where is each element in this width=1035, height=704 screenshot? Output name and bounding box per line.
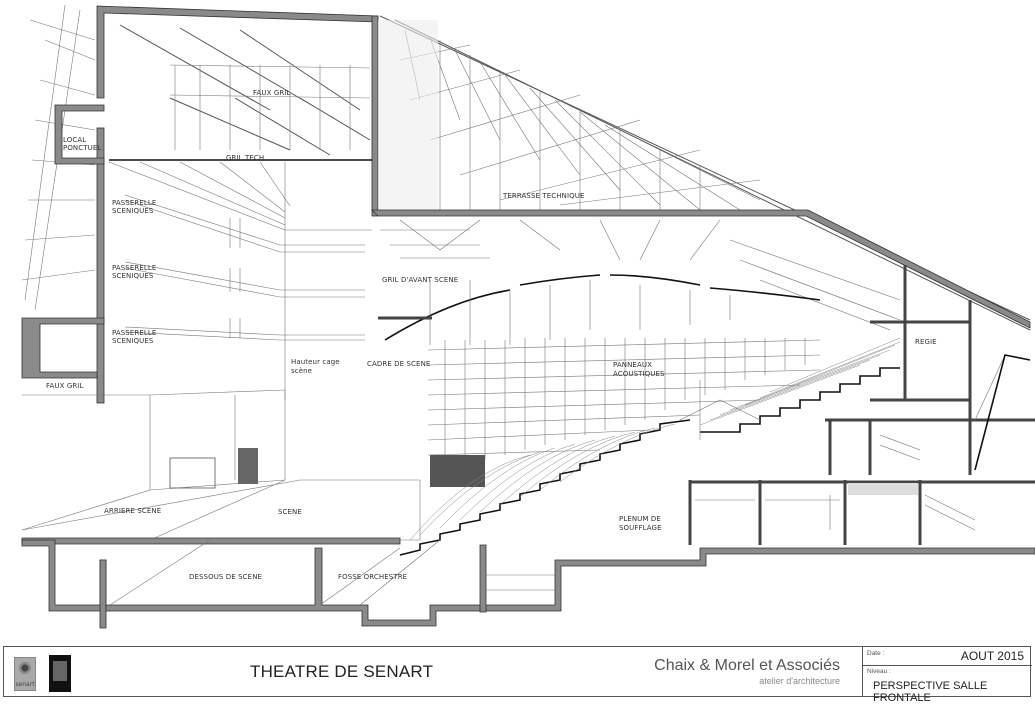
firm-name: Chaix & Morel et Associés (654, 657, 840, 674)
label-local-ponctuel-2: PONCTUEL (63, 144, 101, 152)
firm-subtitle: atelier d'architecture (759, 676, 840, 686)
label-gril: GRIL TECH (226, 154, 264, 162)
acoustic-panel-wall (427, 338, 821, 487)
level-label: Niveau : (867, 668, 891, 675)
senart-logo: senart (14, 657, 36, 691)
label-panneaux-2: ACOUSTIQUES (613, 370, 665, 378)
title-block: senart THEATRE DE SENART Chaix & Morel e… (3, 646, 1032, 704)
label-hauteur-cage-1: Hauteur cage (291, 358, 340, 366)
star-emblem-icon (18, 661, 32, 675)
label-regie: REGIE (915, 338, 937, 346)
label-plenum-2: SOUFFLAGE (619, 524, 662, 532)
roof-truss (378, 15, 1031, 331)
label-passerelle-2a: PASSERELLE (112, 264, 156, 272)
label-passerelle-1b: SCENIQUES (112, 207, 154, 215)
architect-firm: Chaix & Morel et Associés atelier d'arch… (654, 657, 840, 686)
label-scene: SCENE (278, 508, 302, 516)
label-faux-gril-left: FAUX GRIL (46, 382, 83, 390)
label-dessous-de-scene: DESSOUS DE SCENE (189, 573, 262, 581)
label-arriere-scene: ARRIERE SCENE (104, 507, 161, 515)
theatre-section-drawing: LOCAL PONCTUEL FAUX GRIL GRIL TECH PASSE… (21, 4, 1035, 629)
partner-logo (49, 655, 71, 692)
level-value: PERSPECTIVE SALLE FRONTALE (873, 680, 988, 704)
drawing-labels: LOCAL PONCTUEL FAUX GRIL GRIL TECH PASSE… (46, 89, 937, 581)
date-label: Date : (867, 650, 885, 657)
label-local-ponctuel-1: LOCAL (63, 136, 86, 144)
label-panneaux-1: PANNEAUX (613, 361, 652, 369)
regie-rooms (825, 320, 1035, 475)
basement-levels (21, 480, 1035, 629)
fly-tower (21, 5, 379, 531)
label-passerelle-1a: PASSERELLE (112, 199, 156, 207)
label-hauteur-cage-2: scène (291, 367, 312, 375)
project-title: THEATRE DE SENART (250, 662, 434, 681)
auditorium-seating (399, 337, 901, 556)
label-faux-gril-top: FAUX GRIL (253, 89, 290, 97)
auditorium-roof-slab (371, 209, 1031, 400)
label-fosse-orchestre: FOSSE ORCHESTRE (338, 573, 407, 581)
senart-logo-text: senart (15, 681, 35, 688)
label-terrasse-technique: TERRASSE TECHNIQUE (502, 192, 584, 200)
label-plenum-1: PLENUM DE (619, 515, 661, 523)
label-cadre-de-scene: CADRE DE SCENE (367, 360, 430, 368)
label-passerelle-2b: SCENIQUES (112, 272, 154, 280)
date-value: AOUT 2015 (960, 649, 1024, 663)
label-gril-avant-scene: GRIL D'AVANT SCENE (382, 276, 458, 284)
label-passerelle-3b: SCENIQUES (112, 337, 154, 345)
stage-floor (21, 479, 421, 545)
drawing-meta: Date : AOUT 2015 Niveau : PERSPECTIVE SA… (862, 647, 1032, 704)
label-passerelle-3a: PASSERELLE (112, 329, 156, 337)
